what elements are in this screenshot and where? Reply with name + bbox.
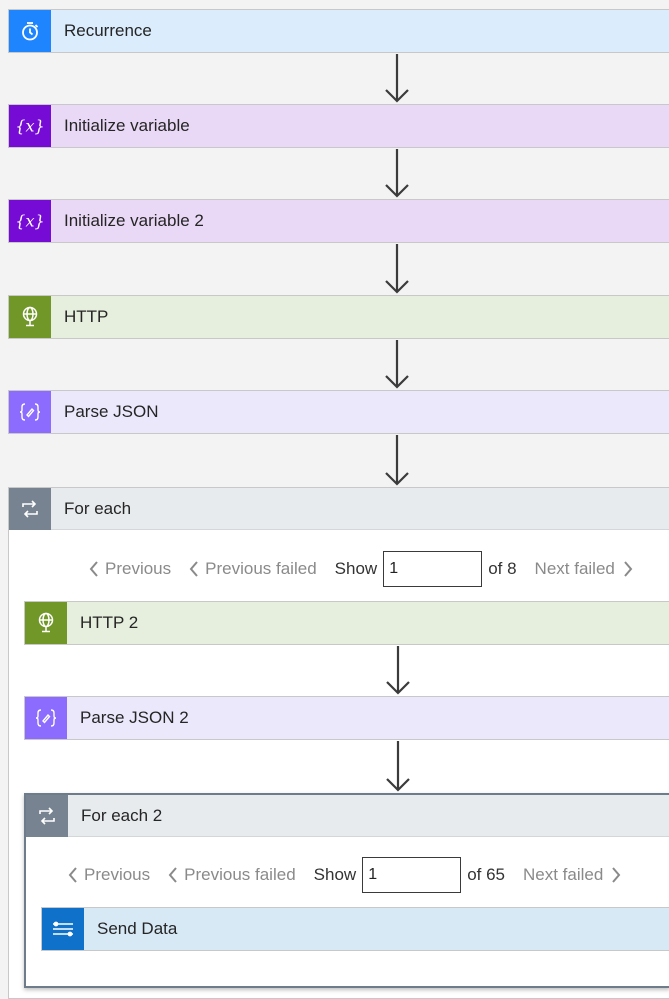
iteration-input[interactable] [383,551,483,587]
flow-arrow [383,645,413,696]
next-failed-button[interactable]: Next failed [535,559,633,579]
for-each-header[interactable]: For each [9,487,669,530]
step-label: Send Data [97,919,178,938]
http-2-step[interactable]: HTTP 2 [24,601,669,645]
http-step[interactable]: HTTP [8,295,669,339]
flow-arrow [382,243,412,295]
step-label: Initialize variable 2 [64,211,204,230]
parse-json-2-step[interactable]: Parse JSON 2 [24,696,669,740]
data-operation-icon [25,697,67,739]
globe-icon [25,602,67,644]
loop-icon [9,487,51,530]
flow-arrow [383,740,413,793]
step-label: Parse JSON [64,402,159,421]
loop-label: For each [64,498,132,518]
data-operation-icon [9,391,51,433]
loop-icon [26,794,68,837]
iteration-pager: Previous Previous failed Show of 8 Next … [89,551,633,587]
iteration-pager: Previous Previous failed Show of 65 Next… [68,857,621,893]
recurrence-step[interactable]: Recurrence [8,9,669,53]
flow-arrow [382,53,412,104]
initialize-variable-2-step[interactable]: {x} Initialize variable 2 [8,199,669,243]
connector-icon [42,908,84,950]
step-label: HTTP [64,307,109,326]
previous-failed-button[interactable]: Previous failed [168,865,296,885]
for-each-scope: For each Previous Previous failed Show o… [8,487,669,999]
next-failed-button[interactable]: Next failed [523,865,621,885]
chevron-right-icon [624,561,633,577]
previous-button[interactable]: Previous [89,559,171,579]
previous-button[interactable]: Previous [68,865,150,885]
flow-arrow [382,148,412,199]
chevron-left-icon [189,561,198,577]
alarm-clock-icon [9,10,51,52]
chevron-left-icon [89,561,98,577]
flow-arrow [382,339,412,390]
for-each-2-header[interactable]: For each 2 [26,794,669,837]
step-label: Recurrence [64,21,152,40]
for-each-2-scope: For each 2 Previous Previous failed Show… [24,793,669,988]
show-label: Show [313,865,357,884]
svg-text:{x}: {x} [15,212,44,231]
variable-icon: {x} [9,200,51,242]
send-data-step[interactable]: Send Data [41,907,669,951]
variable-icon: {x} [9,105,51,147]
step-label: Initialize variable [64,116,190,135]
step-label: Parse JSON 2 [80,708,189,727]
iteration-count: of 8 [488,559,517,578]
parse-json-step[interactable]: Parse JSON [8,390,669,434]
previous-failed-button[interactable]: Previous failed [189,559,317,579]
svg-text:{x}: {x} [15,117,44,136]
iteration-input[interactable] [362,857,462,893]
chevron-right-icon [612,867,621,883]
iteration-count: of 65 [467,865,505,884]
chevron-left-icon [68,867,77,883]
loop-label: For each 2 [81,805,163,825]
show-label: Show [334,559,378,578]
globe-icon [9,296,51,338]
step-label: HTTP 2 [80,613,139,632]
initialize-variable-step[interactable]: {x} Initialize variable [8,104,669,148]
flow-arrow [382,434,412,487]
chevron-left-icon [168,867,177,883]
